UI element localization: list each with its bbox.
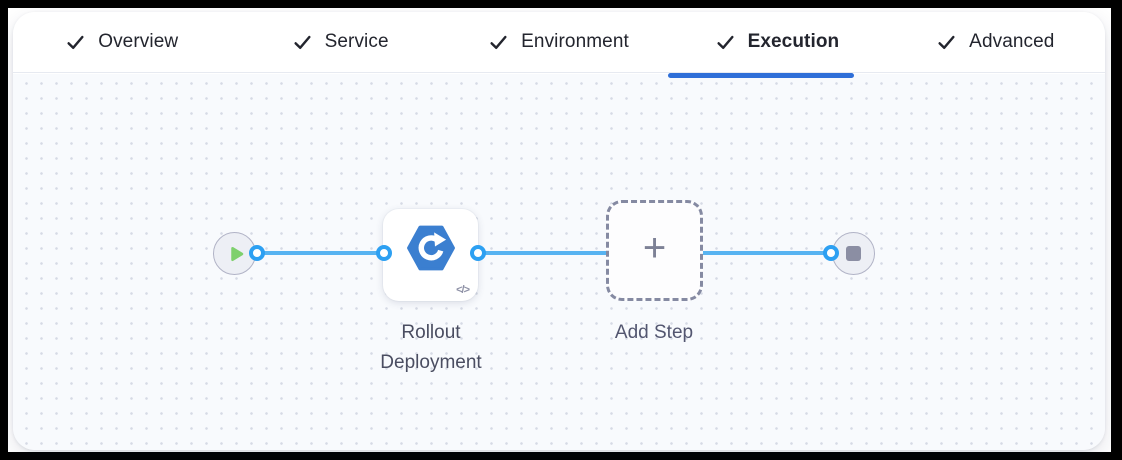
play-icon: [230, 246, 243, 261]
connector-dot: [376, 245, 392, 261]
step-rollout-deployment[interactable]: </>: [383, 209, 478, 301]
check-icon: [294, 35, 311, 49]
tab-environment[interactable]: Environment: [450, 12, 668, 72]
plus-icon: +: [642, 226, 667, 270]
tab-label: Execution: [747, 31, 840, 52]
connector-dot: [249, 245, 265, 261]
connector-dot: [823, 245, 839, 261]
add-step-button[interactable]: +: [606, 200, 703, 301]
check-icon: [938, 35, 955, 49]
pipeline-studio-card: Overview Service Environment Execution A…: [13, 12, 1105, 450]
pipeline-canvas[interactable]: </> + Rollout Deployment Add Step: [13, 74, 1105, 450]
tab-advanced[interactable]: Advanced: [887, 12, 1105, 72]
stop-icon: [846, 246, 861, 261]
tab-overview[interactable]: Overview: [13, 12, 231, 72]
pipeline-connector-line: [257, 251, 831, 255]
step-label-rollout-deployment: Rollout Deployment: [380, 322, 482, 373]
check-icon: [490, 35, 507, 49]
pipeline-start-node: [213, 232, 256, 275]
rollout-deployment-icon: [406, 225, 455, 271]
check-icon: [67, 35, 84, 49]
connector-dot: [470, 245, 486, 261]
code-icon: </>: [456, 284, 470, 296]
tab-execution[interactable]: Execution: [668, 12, 886, 72]
tab-label: Service: [324, 31, 389, 52]
pipeline-end-node: [832, 232, 875, 275]
tab-label: Advanced: [969, 31, 1055, 52]
check-icon: [716, 35, 734, 49]
active-tab-indicator: [668, 73, 854, 78]
app-background: Overview Service Environment Execution A…: [8, 8, 1111, 452]
step-label-add-step: Add Step: [614, 322, 694, 343]
tab-label: Overview: [98, 31, 179, 52]
stage-tabs: Overview Service Environment Execution A…: [13, 12, 1105, 73]
tab-service[interactable]: Service: [231, 12, 449, 72]
tab-label: Environment: [521, 31, 629, 52]
